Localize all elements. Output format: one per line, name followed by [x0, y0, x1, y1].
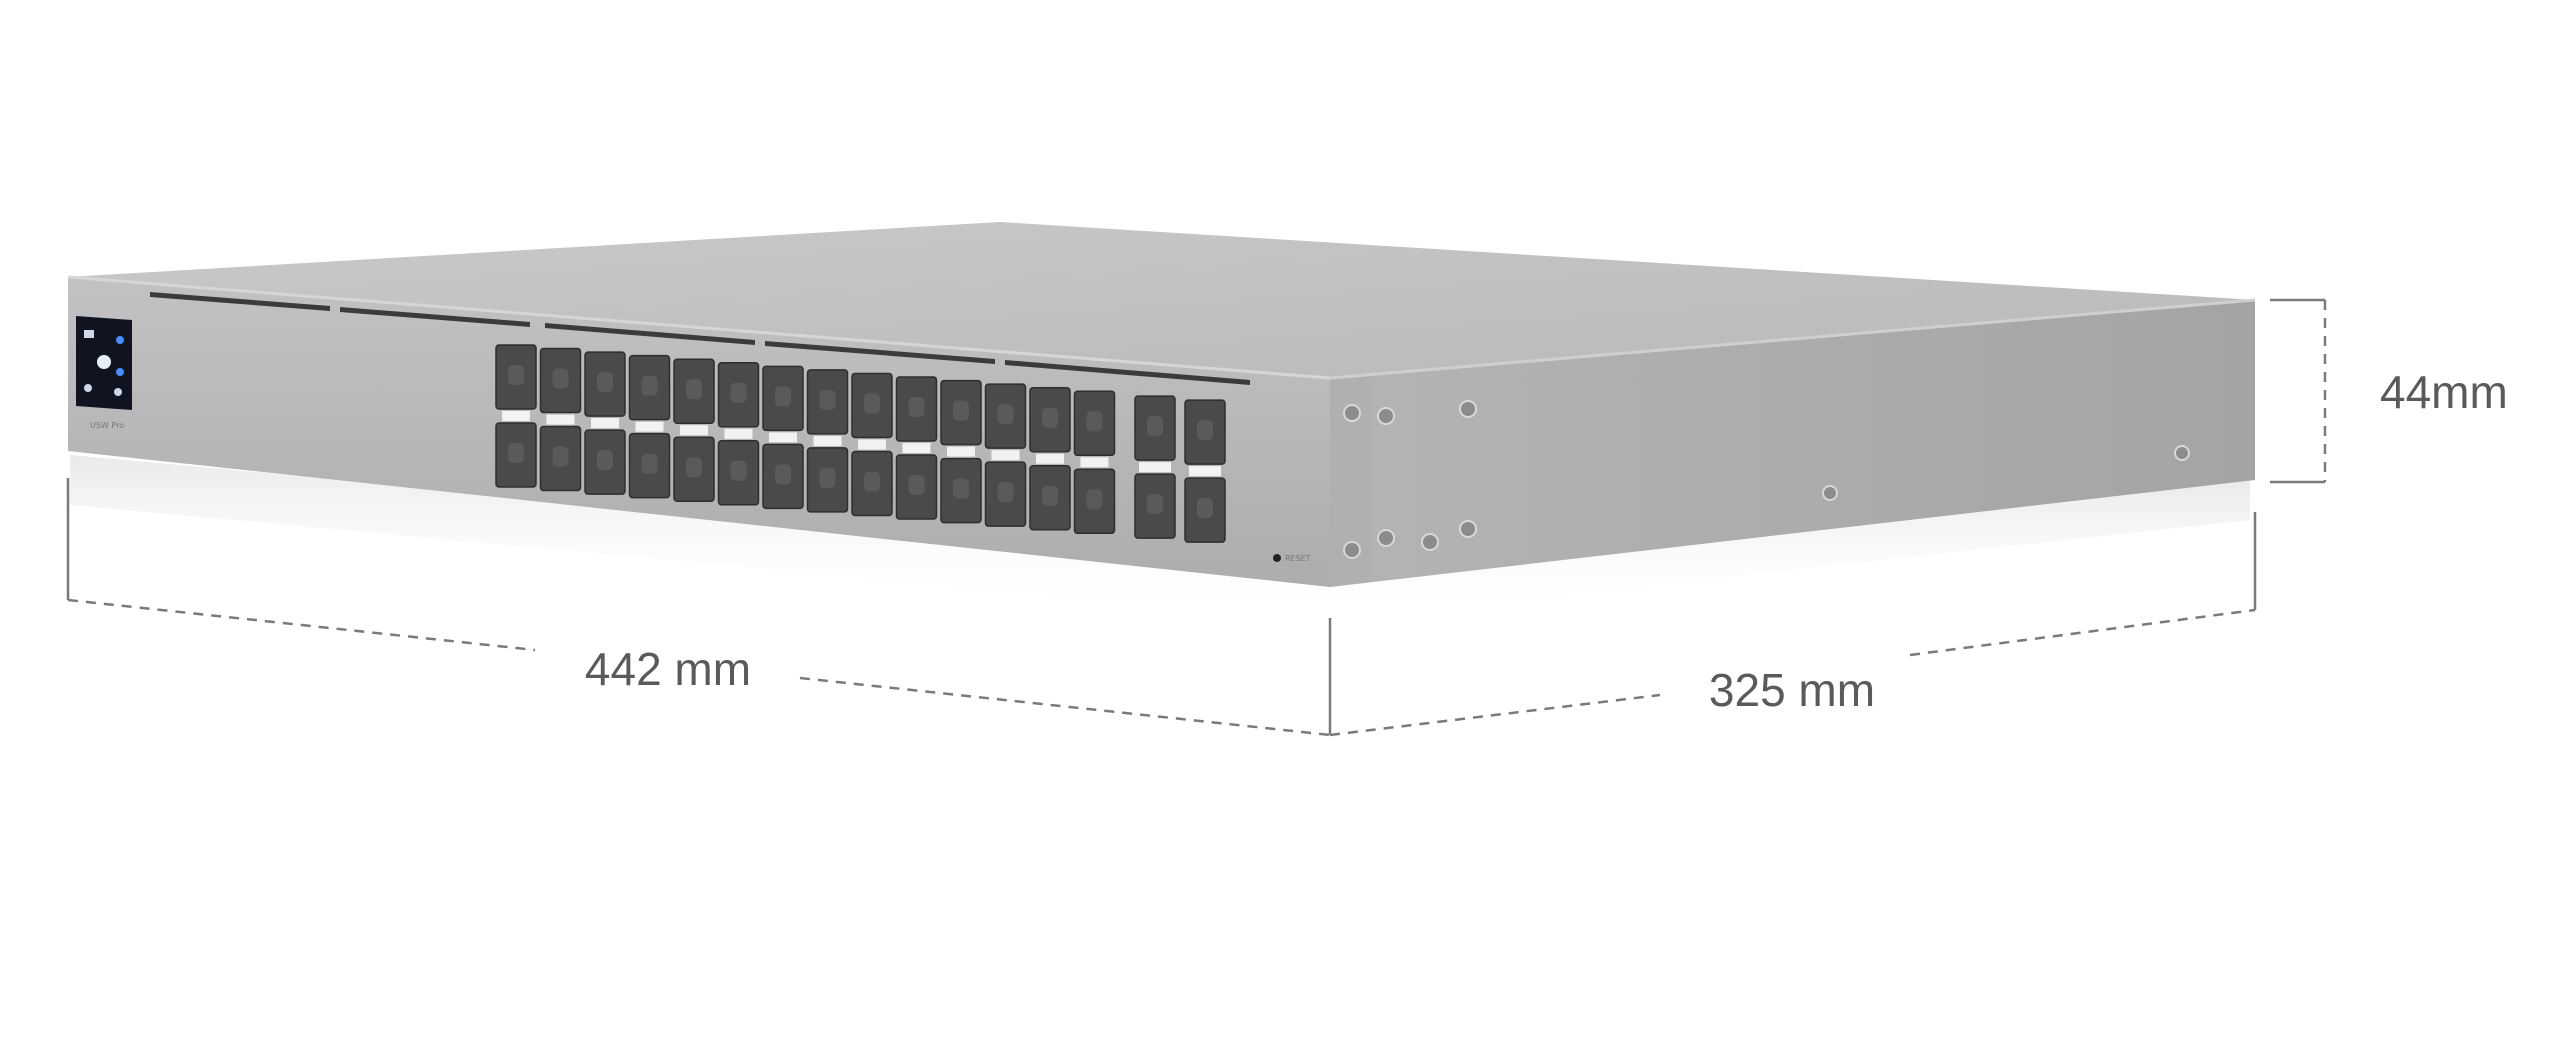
dimension-lines — [66, 298, 2327, 737]
depth-dim-left — [1329, 693, 1661, 737]
sfp-port-top-3-latch — [597, 372, 613, 393]
front-vent-4 — [765, 341, 995, 364]
width-dim-left — [67, 598, 536, 652]
display-icon-center — [97, 355, 111, 369]
front-vent-3 — [545, 323, 755, 345]
screw-5 — [1377, 529, 1395, 547]
sfp-port-top-4-latch — [641, 375, 658, 396]
sfp-port-bottom-1-latch — [508, 443, 524, 463]
sfp-port-bottom-4-latch — [641, 453, 658, 474]
uplink-port-top-2-latch — [1197, 420, 1213, 441]
depth-dimension-label: 325 mm — [1709, 664, 1875, 716]
sfp-port-top-9-latch — [864, 393, 880, 414]
sfp-port-top-13-latch — [1042, 407, 1058, 428]
sfp-port-bottom-13-latch — [1042, 485, 1058, 506]
sfp-port-bottom-12-latch — [997, 482, 1014, 503]
port-led-strip — [546, 414, 575, 425]
reset-button[interactable] — [1273, 554, 1281, 562]
port-led-strip — [635, 421, 664, 432]
screw-1 — [1343, 404, 1361, 422]
chassis-side-face — [1330, 300, 2255, 587]
port-led-strip — [858, 439, 886, 450]
display-icon-dot-4 — [114, 388, 122, 396]
height-dimension-label: 44mm — [2380, 366, 2508, 418]
sfp-port-top-1-latch — [508, 365, 524, 385]
screw-3 — [1459, 400, 1477, 418]
port-led-strip — [591, 418, 619, 429]
sfp-port-top-6-latch — [730, 382, 747, 403]
sfp-port-top-2-latch — [552, 368, 569, 389]
model-label: USW Pro — [90, 421, 124, 430]
depth-dim-right — [1909, 608, 2256, 657]
reset-label: RESET — [1285, 554, 1311, 563]
port-led-strip — [724, 428, 753, 439]
port-led-strip — [902, 443, 931, 454]
sfp-port-top-12-latch — [997, 404, 1014, 425]
port-led-strip — [1080, 457, 1109, 468]
mounting-screws — [1343, 400, 2190, 559]
front-vent-2 — [340, 307, 530, 327]
port-led-strip — [502, 411, 530, 421]
front-top-edge — [67, 275, 1331, 380]
uplink-led-strip — [1189, 466, 1221, 477]
port-led-strip — [1036, 453, 1064, 464]
display-icon-dot-3 — [84, 384, 92, 392]
sfp-port-top-10-latch — [908, 397, 925, 418]
sfp-port-bottom-2-latch — [552, 446, 569, 467]
sfp-port-array — [495, 344, 1226, 543]
sfp-port-bottom-8-latch — [819, 467, 836, 488]
display-icon-dot-2 — [116, 368, 124, 376]
sfp-port-top-7-latch — [775, 386, 791, 407]
uplink-port-bottom-1-latch — [1147, 494, 1163, 515]
port-led-strip — [947, 446, 975, 457]
sfp-port-bottom-5-latch — [686, 457, 702, 478]
screw-2 — [1377, 407, 1395, 425]
sfp-port-bottom-10-latch — [908, 475, 925, 496]
sfp-port-bottom-3-latch — [597, 450, 613, 471]
screw-4 — [1343, 541, 1361, 559]
uplink-led-strip — [1139, 462, 1171, 473]
sfp-port-top-14-latch — [1086, 411, 1103, 432]
port-led-strip — [813, 435, 842, 446]
sfp-port-bottom-7-latch — [775, 464, 791, 485]
port-led-strip — [991, 450, 1020, 461]
sfp-port-bottom-14-latch — [1086, 489, 1103, 510]
sfp-port-top-8-latch — [819, 389, 836, 410]
uplink-port-top-1-latch — [1147, 416, 1163, 437]
sfp-port-top-11-latch — [953, 400, 969, 421]
width-dim-right — [799, 676, 1331, 737]
rack-ear — [1330, 374, 1370, 587]
port-led-strip — [769, 432, 797, 443]
side-top-edge — [1329, 298, 2256, 380]
sfp-port-bottom-9-latch — [864, 471, 880, 492]
width-dimension-label: 442 mm — [585, 643, 751, 695]
floor-reflection — [70, 455, 1330, 620]
front-vent-5 — [1005, 360, 1250, 385]
sfp-port-bottom-11-latch — [953, 478, 969, 499]
port-led-strip — [680, 425, 708, 436]
screw-6 — [1421, 533, 1439, 551]
screw-8 — [1822, 485, 1838, 501]
screw-7 — [1459, 520, 1477, 538]
chassis-top-face — [68, 222, 2255, 378]
display-icon-top — [84, 330, 94, 338]
floor-reflection-side — [1330, 480, 2250, 620]
sfp-port-top-5-latch — [686, 379, 702, 400]
display-icon-dot-1 — [116, 336, 124, 344]
uplink-port-bottom-2-latch — [1197, 498, 1213, 519]
front-vent-1 — [150, 292, 330, 311]
sfp-port-bottom-6-latch — [730, 460, 747, 481]
screw-9 — [2174, 445, 2190, 461]
